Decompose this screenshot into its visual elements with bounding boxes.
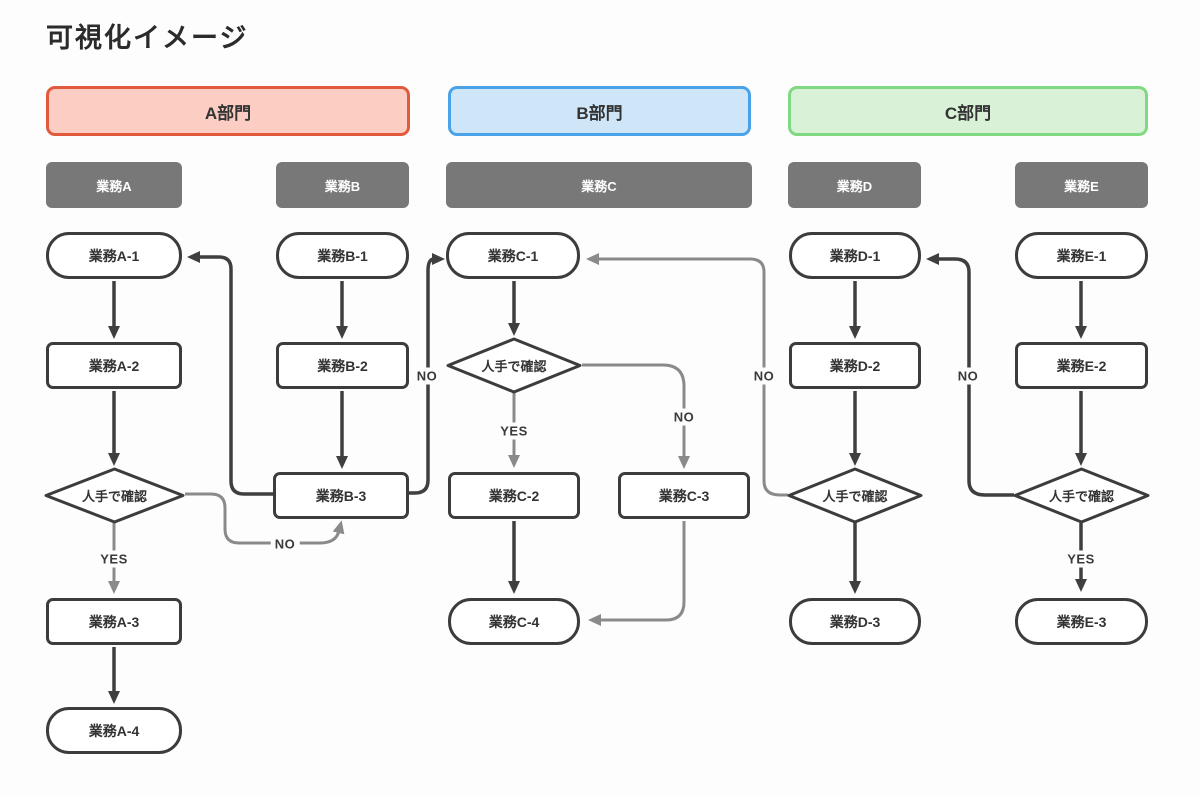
node-task-a2-label: 業務A-2 — [88, 357, 140, 374]
node-decision-a-label: 人手で確認 — [81, 489, 147, 504]
diamond-shape-d — [787, 467, 923, 524]
node-task-c1: 業務C-1 — [446, 232, 580, 279]
department-header-a-label: A部門 — [204, 103, 252, 123]
node-task-b2: 業務B-2 — [276, 342, 409, 389]
page-title: 可視化イメージ — [46, 23, 249, 53]
arrow-c3-c4 — [588, 521, 686, 626]
edge-label-no-e: NO — [953, 367, 983, 385]
node-task-a4-label: 業務A-4 — [88, 722, 140, 739]
node-task-a4: 業務A-4 — [46, 707, 182, 754]
department-header-c-label: C部門 — [944, 103, 992, 123]
node-decision-d: 人手で確認 — [787, 467, 923, 524]
node-task-d2: 業務D-2 — [789, 342, 921, 389]
node-task-e1-label: 業務E-1 — [1056, 247, 1107, 264]
node-task-c4-label: 業務C-4 — [488, 613, 540, 630]
department-header-a: A部門 — [46, 86, 410, 136]
node-task-a1-label: 業務A-1 — [88, 247, 140, 264]
node-task-d1-label: 業務D-1 — [829, 247, 881, 264]
department-header-c: C部門 — [788, 86, 1148, 136]
node-task-c3: 業務C-3 — [618, 472, 750, 519]
node-task-c3-label: 業務C-3 — [658, 487, 710, 504]
arrow-adecision-b3-no — [185, 492, 345, 545]
edge-label-no-d: NO — [749, 367, 779, 385]
node-decision-c: 人手で確認 — [446, 337, 582, 394]
node-task-d2-label: 業務D-2 — [829, 357, 881, 374]
node-decision-e: 人手で確認 — [1013, 467, 1150, 524]
edge-label-yes-a: YES — [96, 550, 132, 568]
node-task-a3: 業務A-3 — [46, 598, 182, 645]
diamond-shape-e — [1013, 467, 1150, 524]
node-task-d3: 業務D-3 — [789, 598, 921, 645]
node-task-b1: 業務B-1 — [276, 232, 409, 279]
node-task-c2-label: 業務C-2 — [488, 487, 540, 504]
node-task-a2: 業務A-2 — [46, 342, 182, 389]
node-task-d1: 業務D-1 — [789, 232, 921, 279]
edge-label-yes-c: YES — [496, 422, 532, 440]
node-decision-e-label: 人手で確認 — [1048, 489, 1114, 504]
node-task-e3-label: 業務E-3 — [1056, 613, 1107, 630]
lane-header-task-e: 業務E — [1015, 162, 1148, 208]
node-decision-a: 人手で確認 — [44, 467, 185, 524]
lane-header-task-e-label: 業務E — [1064, 178, 1099, 194]
lane-header-task-c: 業務C — [446, 162, 752, 208]
arrow-cdecision-c3-no — [582, 363, 690, 469]
department-header-b-label: B部門 — [576, 103, 623, 123]
node-task-e2: 業務E-2 — [1015, 342, 1148, 389]
node-task-a1: 業務A-1 — [46, 232, 182, 279]
lane-header-task-d: 業務D — [788, 162, 921, 208]
node-task-c2: 業務C-2 — [448, 472, 580, 519]
department-header-b: B部門 — [448, 86, 751, 136]
edge-label-yes-e: YES — [1063, 550, 1099, 568]
node-task-d3-label: 業務D-3 — [829, 613, 881, 630]
node-task-e1: 業務E-1 — [1015, 232, 1148, 279]
arrow-b3-c1-no — [409, 253, 445, 495]
node-task-a3-label: 業務A-3 — [88, 613, 140, 630]
lane-header-task-a-label: 業務A — [96, 178, 132, 194]
edge-label-no-c: NO — [669, 408, 699, 426]
node-task-b3-label: 業務B-3 — [315, 487, 367, 504]
node-task-c4: 業務C-4 — [448, 598, 580, 645]
diamond-shape-a — [44, 467, 185, 524]
node-task-c1-label: 業務C-1 — [487, 247, 539, 264]
node-task-e2-label: 業務E-2 — [1056, 357, 1107, 374]
edge-label-no-b3-c1: NO — [412, 367, 442, 385]
arrow-b3-a1 — [187, 251, 273, 496]
lane-header-task-b-label: 業務B — [324, 178, 361, 194]
lane-header-task-d-label: 業務D — [836, 178, 873, 194]
lane-header-task-c-label: 業務C — [581, 178, 617, 194]
node-task-b3: 業務B-3 — [273, 472, 409, 519]
lane-header-task-a: 業務A — [46, 162, 182, 208]
node-decision-c-label: 人手で確認 — [481, 359, 547, 374]
lane-header-task-b: 業務B — [276, 162, 409, 208]
node-task-b1-label: 業務B-1 — [317, 247, 368, 264]
diamond-shape-c — [446, 337, 582, 394]
node-task-e3: 業務E-3 — [1015, 598, 1148, 645]
node-task-b2-label: 業務B-2 — [317, 357, 368, 374]
edge-label-no-a: NO — [270, 535, 300, 553]
node-decision-d-label: 人手で確認 — [822, 489, 888, 504]
